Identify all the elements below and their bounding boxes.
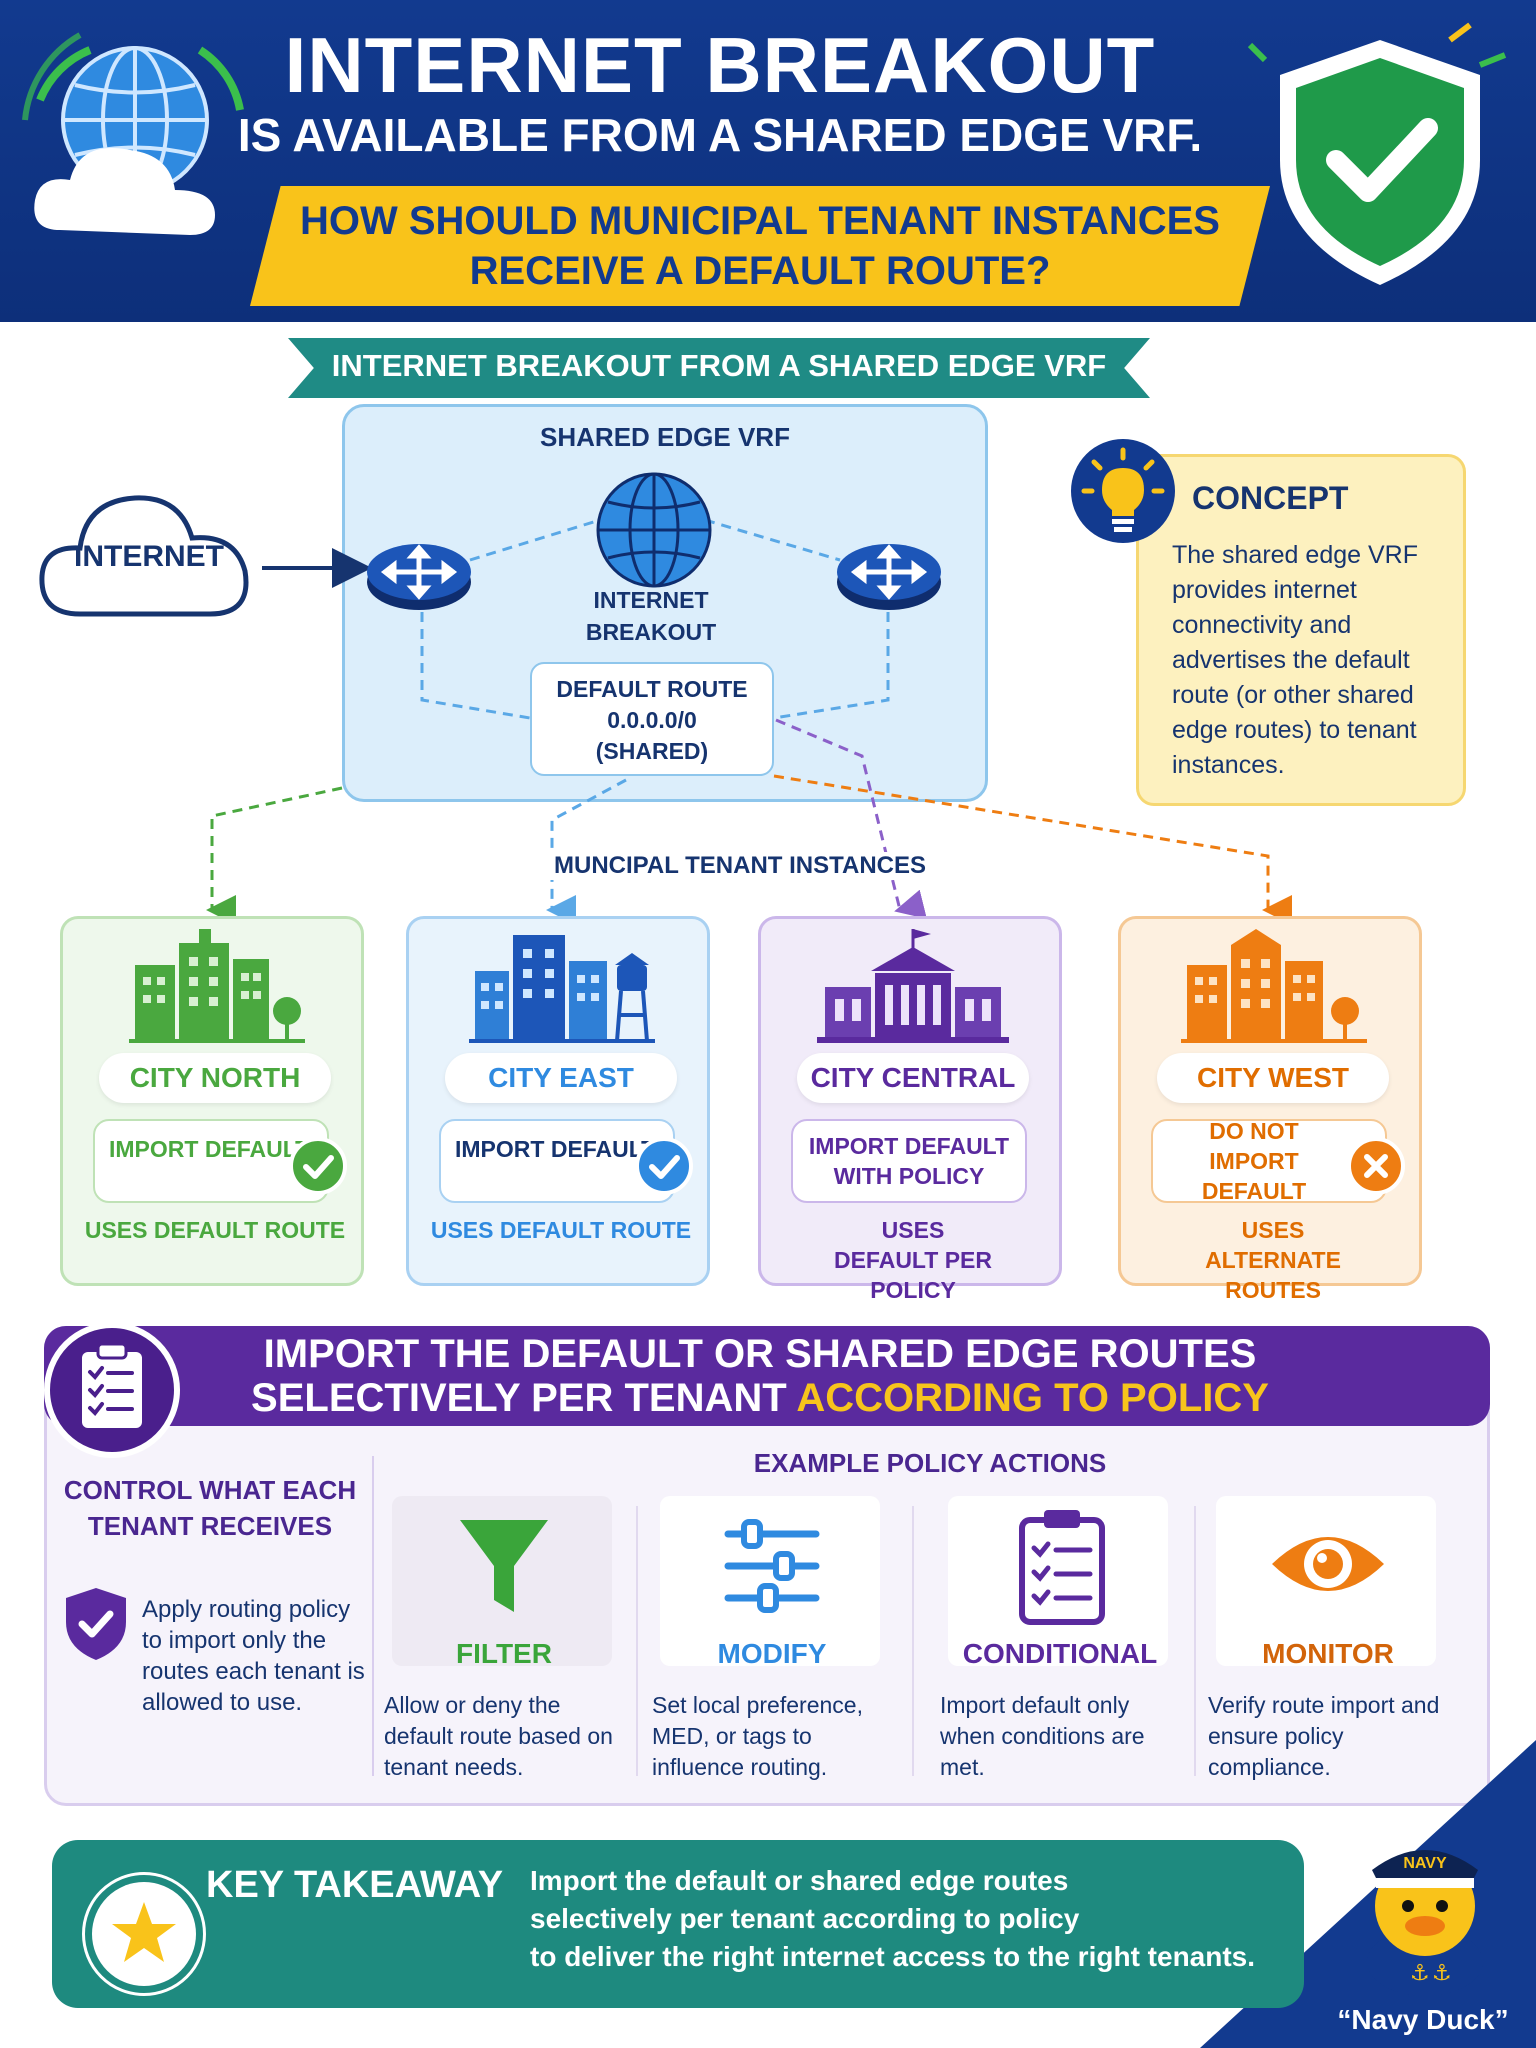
checklist-icon: [44, 1322, 180, 1458]
svg-text:⚓: ⚓: [1432, 1961, 1452, 1986]
header-banner: INTERNET BREAKOUT IS AVAILABLE FROM A SH…: [0, 0, 1536, 322]
svg-text:⚓: ⚓: [1410, 1961, 1430, 1986]
icon-tile: [660, 1496, 880, 1666]
action-conditional: CONDITIONAL Import default only when con…: [928, 1490, 1192, 1780]
takeaway-line-2: selectively per tenant according to poli…: [530, 1903, 1080, 1934]
policy-title-plain: SELECTIVELY PER TENANT: [251, 1376, 787, 1420]
internet-label: INTERNET: [74, 540, 224, 573]
takeaway-text: Import the default or shared edge routes…: [530, 1862, 1290, 1976]
default-route-prefix: 0.0.0.0/0: [607, 707, 697, 733]
star-icon: [92, 1882, 196, 1986]
globe-icon: [596, 472, 712, 588]
tenant-import-action: IMPORT DEFAULT WITH POLICY: [791, 1119, 1027, 1203]
default-route-box: DEFAULT ROUTE 0.0.0.0/0 (SHARED): [530, 662, 774, 776]
action-divider: [912, 1506, 914, 1776]
control-title: CONTROL WHAT EACH TENANT RECEIVES: [63, 1475, 357, 1541]
shield-check-icon: [1247, 22, 1507, 285]
action-name: CONDITIONAL: [962, 1638, 1158, 1669]
section-ribbon: [288, 338, 1150, 398]
sliders-icon: [724, 1519, 820, 1613]
internet-breakout-label: INTERNET BREAKOUT: [551, 584, 751, 648]
takeaway-line-3: to deliver the right internet access to …: [530, 1941, 1256, 1972]
tenant-import-action: IMPORT DEFAULT: [93, 1119, 329, 1203]
router-left-icon: [367, 544, 471, 610]
action-modify: MODIFY Set local preference, MED, or tag…: [640, 1490, 904, 1780]
city-buildings-watertower-icon: [469, 935, 655, 1043]
tenant-card-city-west: CITY WEST DO NOT IMPORT DEFAULT USES ALT…: [1118, 916, 1422, 1303]
globe-cloud-icon: [22, 32, 244, 235]
concept-text: The shared edge VRF provides internet co…: [1172, 541, 1418, 779]
question-line-2: RECEIVE A DEFAULT ROUTE?: [469, 249, 1051, 293]
check-badge-icon: [289, 1137, 347, 1195]
action-name: MONITOR: [1262, 1638, 1394, 1669]
takeaway-title: KEY TAKEAWAY: [206, 1864, 504, 1906]
mascot-caption: “Navy Duck”: [1337, 2004, 1509, 2035]
control-text: Apply routing policy to import only the …: [142, 1596, 365, 1716]
question-band: [250, 186, 1270, 306]
policy-title-highlight: ACCORDING TO POLICY: [796, 1376, 1269, 1420]
router-right-icon: [837, 544, 941, 610]
funnel-icon: [460, 1520, 548, 1612]
action-monitor: MONITOR Verify route import and ensure p…: [1196, 1490, 1460, 1780]
policy-title-bar: [44, 1326, 1490, 1426]
navy-duck-mascot-icon: NAVY ⚓ ⚓: [1367, 1850, 1483, 1996]
key-takeaway-banner: [52, 1840, 1304, 2008]
section-title: INTERNET BREAKOUT FROM A SHARED EDGE VRF: [331, 348, 1107, 383]
cross-badge-icon: [1347, 1137, 1405, 1195]
page-subtitle: IS AVAILABLE FROM A SHARED EDGE VRF.: [237, 109, 1203, 161]
action-text: Allow or deny the default route based on…: [384, 1692, 613, 1780]
star-ring: [82, 1872, 206, 1996]
tenant-status: USES DEFAULT ROUTE: [84, 1217, 346, 1243]
check-badge-icon: [635, 1137, 693, 1195]
question-line-1: HOW SHOULD MUNICIPAL TENANT INSTANCES: [300, 199, 1220, 243]
tenant-name: CITY EAST: [445, 1053, 677, 1103]
vrf-title: SHARED EDGE VRF: [540, 422, 790, 452]
action-name: FILTER: [456, 1638, 552, 1669]
tenant-import-action: DO NOT IMPORT DEFAULT: [1151, 1118, 1387, 1204]
clipboard-checklist-icon: [1019, 1510, 1105, 1625]
takeaway-line-1: Import the default or shared edge routes: [530, 1865, 1069, 1896]
tenant-card-city-central: CITY CENTRAL IMPORT DEFAULT WITH POLICY …: [758, 916, 1062, 1303]
action-name: MODIFY: [717, 1638, 827, 1669]
default-route-line-1: DEFAULT ROUTE: [556, 676, 748, 702]
lightbulb-icon: [1071, 439, 1175, 543]
city-buildings-icon: [1181, 929, 1367, 1043]
example-actions-title: EXAMPLE POLICY ACTIONS: [753, 1448, 1107, 1478]
concept-title: CONCEPT: [1192, 480, 1349, 516]
default-route-line-3: (SHARED): [595, 738, 709, 764]
tenant-status: USES DEFAULT PER POLICY: [833, 1217, 993, 1303]
section-divider: [372, 1456, 374, 1776]
tenant-status: USES ALTERNATE ROUTES: [1205, 1217, 1341, 1303]
page-title: INTERNET BREAKOUT: [284, 21, 1156, 109]
mascot-hat-text: NAVY: [1403, 1855, 1447, 1872]
breakout-line-2: BREAKOUT: [585, 619, 717, 645]
tenant-name: CITY NORTH: [99, 1053, 331, 1103]
question-text: HOW SHOULD MUNICIPAL TENANT INSTANCES RE…: [270, 196, 1250, 296]
breakout-line-1: INTERNET: [593, 587, 709, 613]
action-divider: [636, 1506, 638, 1776]
action-divider: [1194, 1506, 1196, 1776]
action-text: Verify route import and ensure policy co…: [1208, 1692, 1440, 1780]
tenant-name: CITY CENTRAL: [797, 1053, 1029, 1103]
city-buildings-icon: [129, 929, 305, 1043]
city-hall-icon: [817, 929, 1009, 1043]
policy-title-line-2: SELECTIVELY PER TENANT ACCORDING TO POLI…: [240, 1376, 1280, 1421]
concept-box: [1136, 454, 1466, 806]
eye-icon: [1272, 1537, 1384, 1591]
tenant-card-city-east: CITY EAST IMPORT DEFAULT USES DEFAULT RO…: [406, 916, 710, 1286]
tenant-instances-heading: MUNCIPAL TENANT INSTANCES: [480, 852, 1000, 880]
shield-check-small-icon: [66, 1588, 126, 1660]
action-text: Import default only when conditions are …: [940, 1692, 1145, 1780]
internet-cloud-icon: [39, 495, 249, 617]
tenant-card-city-north: CITY NORTH IMPORT DEFAULT USES DEFAULT R…: [60, 916, 364, 1286]
action-text: Set local preference, MED, or tags to in…: [652, 1692, 863, 1780]
action-filter: FILTER Allow or deny the default route b…: [372, 1490, 636, 1780]
tenant-status: USES DEFAULT ROUTE: [430, 1217, 692, 1243]
policy-title-line-1: IMPORT THE DEFAULT OR SHARED EDGE ROUTES: [263, 1332, 1257, 1376]
tenant-name: CITY WEST: [1157, 1053, 1389, 1103]
